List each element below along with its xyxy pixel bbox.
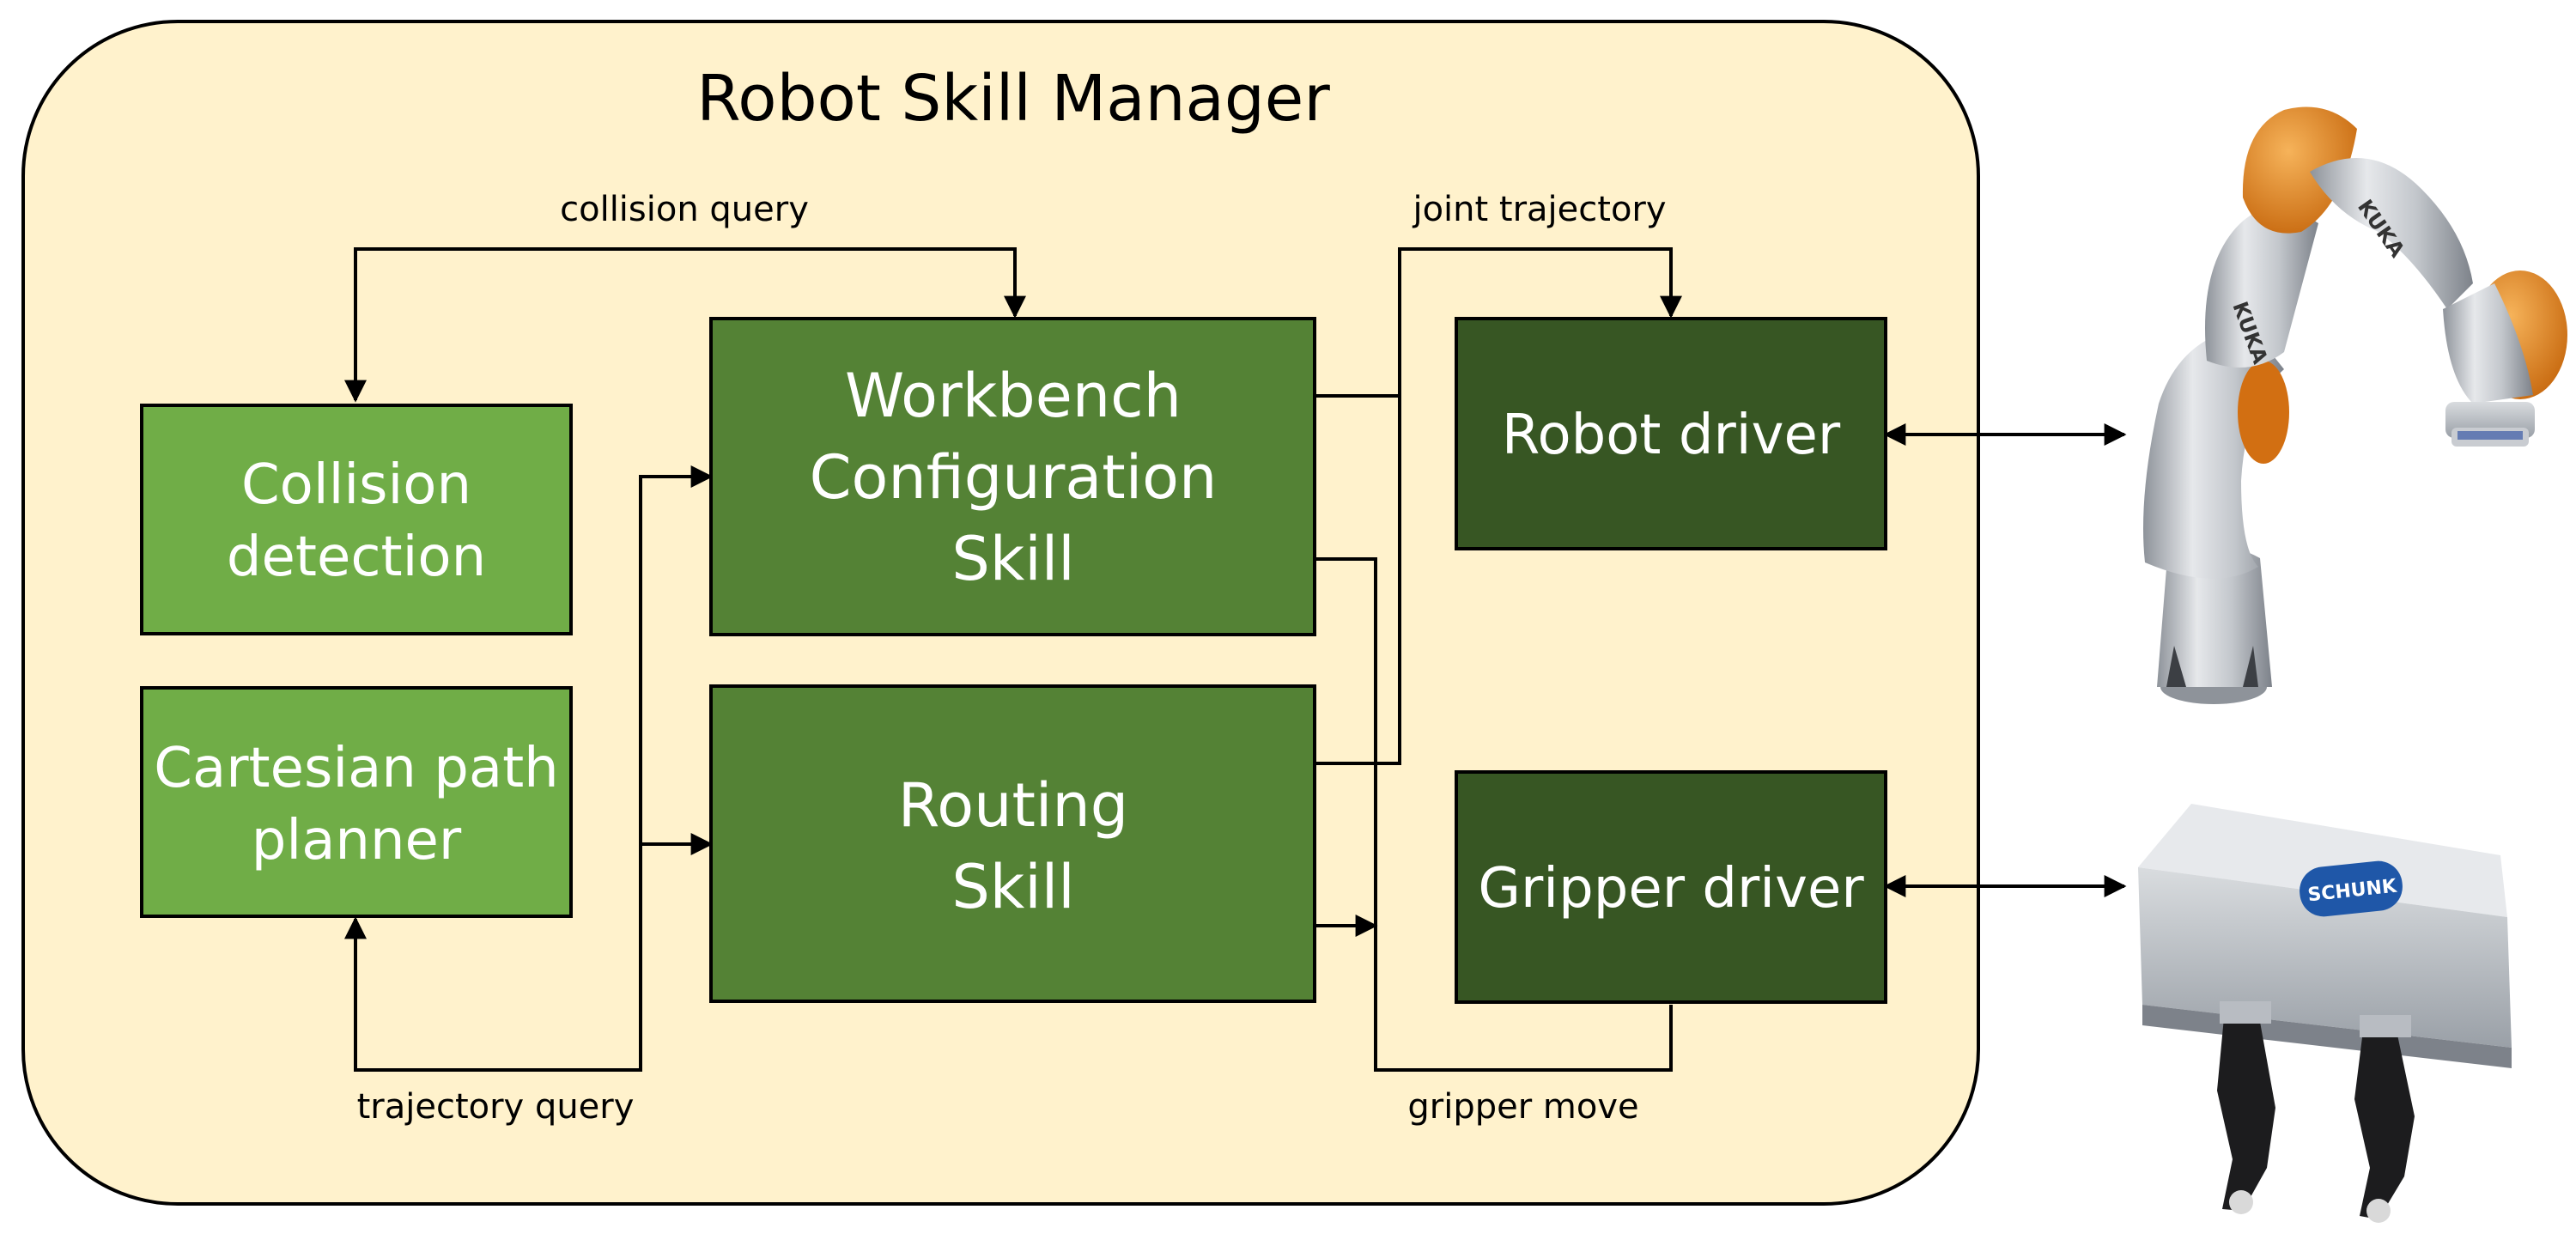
workbench-label-3: Skill [951, 524, 1074, 594]
joint-trajectory-connector [1314, 247, 1671, 765]
collision-detection-box: Collision detection [140, 404, 573, 635]
cartesian-path-planner-box: Cartesian path planner [140, 686, 573, 918]
collision-detection-label-1: Collision [241, 453, 471, 517]
cartesian-planner-label-1: Cartesian path [154, 737, 558, 800]
cartesian-planner-label-2: planner [252, 809, 462, 872]
gripper-move-label: gripper move [1407, 1087, 1638, 1127]
diagram-title: Robot Skill Manager [696, 62, 1330, 136]
robot-driver-box: Robot driver [1455, 317, 1887, 550]
robot-driver-label: Robot driver [1502, 404, 1841, 467]
workbench-configuration-skill-box: Workbench Configuration Skill [709, 317, 1316, 636]
robot-arm-image: KUKA KUKA [2143, 106, 2567, 704]
routing-label-1: Routing [898, 770, 1128, 841]
trajectory-query-label: trajectory query [357, 1087, 635, 1127]
gripper-image: SCHUNK [2138, 804, 2512, 1223]
collision-query-connector [344, 247, 1026, 403]
trajectory-query-connector [344, 465, 714, 1072]
joint-trajectory-label: joint trajectory [1412, 190, 1666, 229]
gripper-driver-box: Gripper driver [1455, 770, 1887, 1004]
routing-skill-box: Routing Skill [709, 684, 1316, 1003]
workbench-label-2: Configuration [810, 442, 1218, 513]
collision-detection-label-2: detection [227, 526, 486, 589]
gripper-driver-label: Gripper driver [1478, 857, 1864, 921]
routing-label-2: Skill [951, 852, 1074, 922]
workbench-label-1: Workbench [845, 361, 1182, 431]
gripper-move-connector [1314, 557, 1673, 1072]
collision-query-label: collision query [560, 190, 809, 229]
